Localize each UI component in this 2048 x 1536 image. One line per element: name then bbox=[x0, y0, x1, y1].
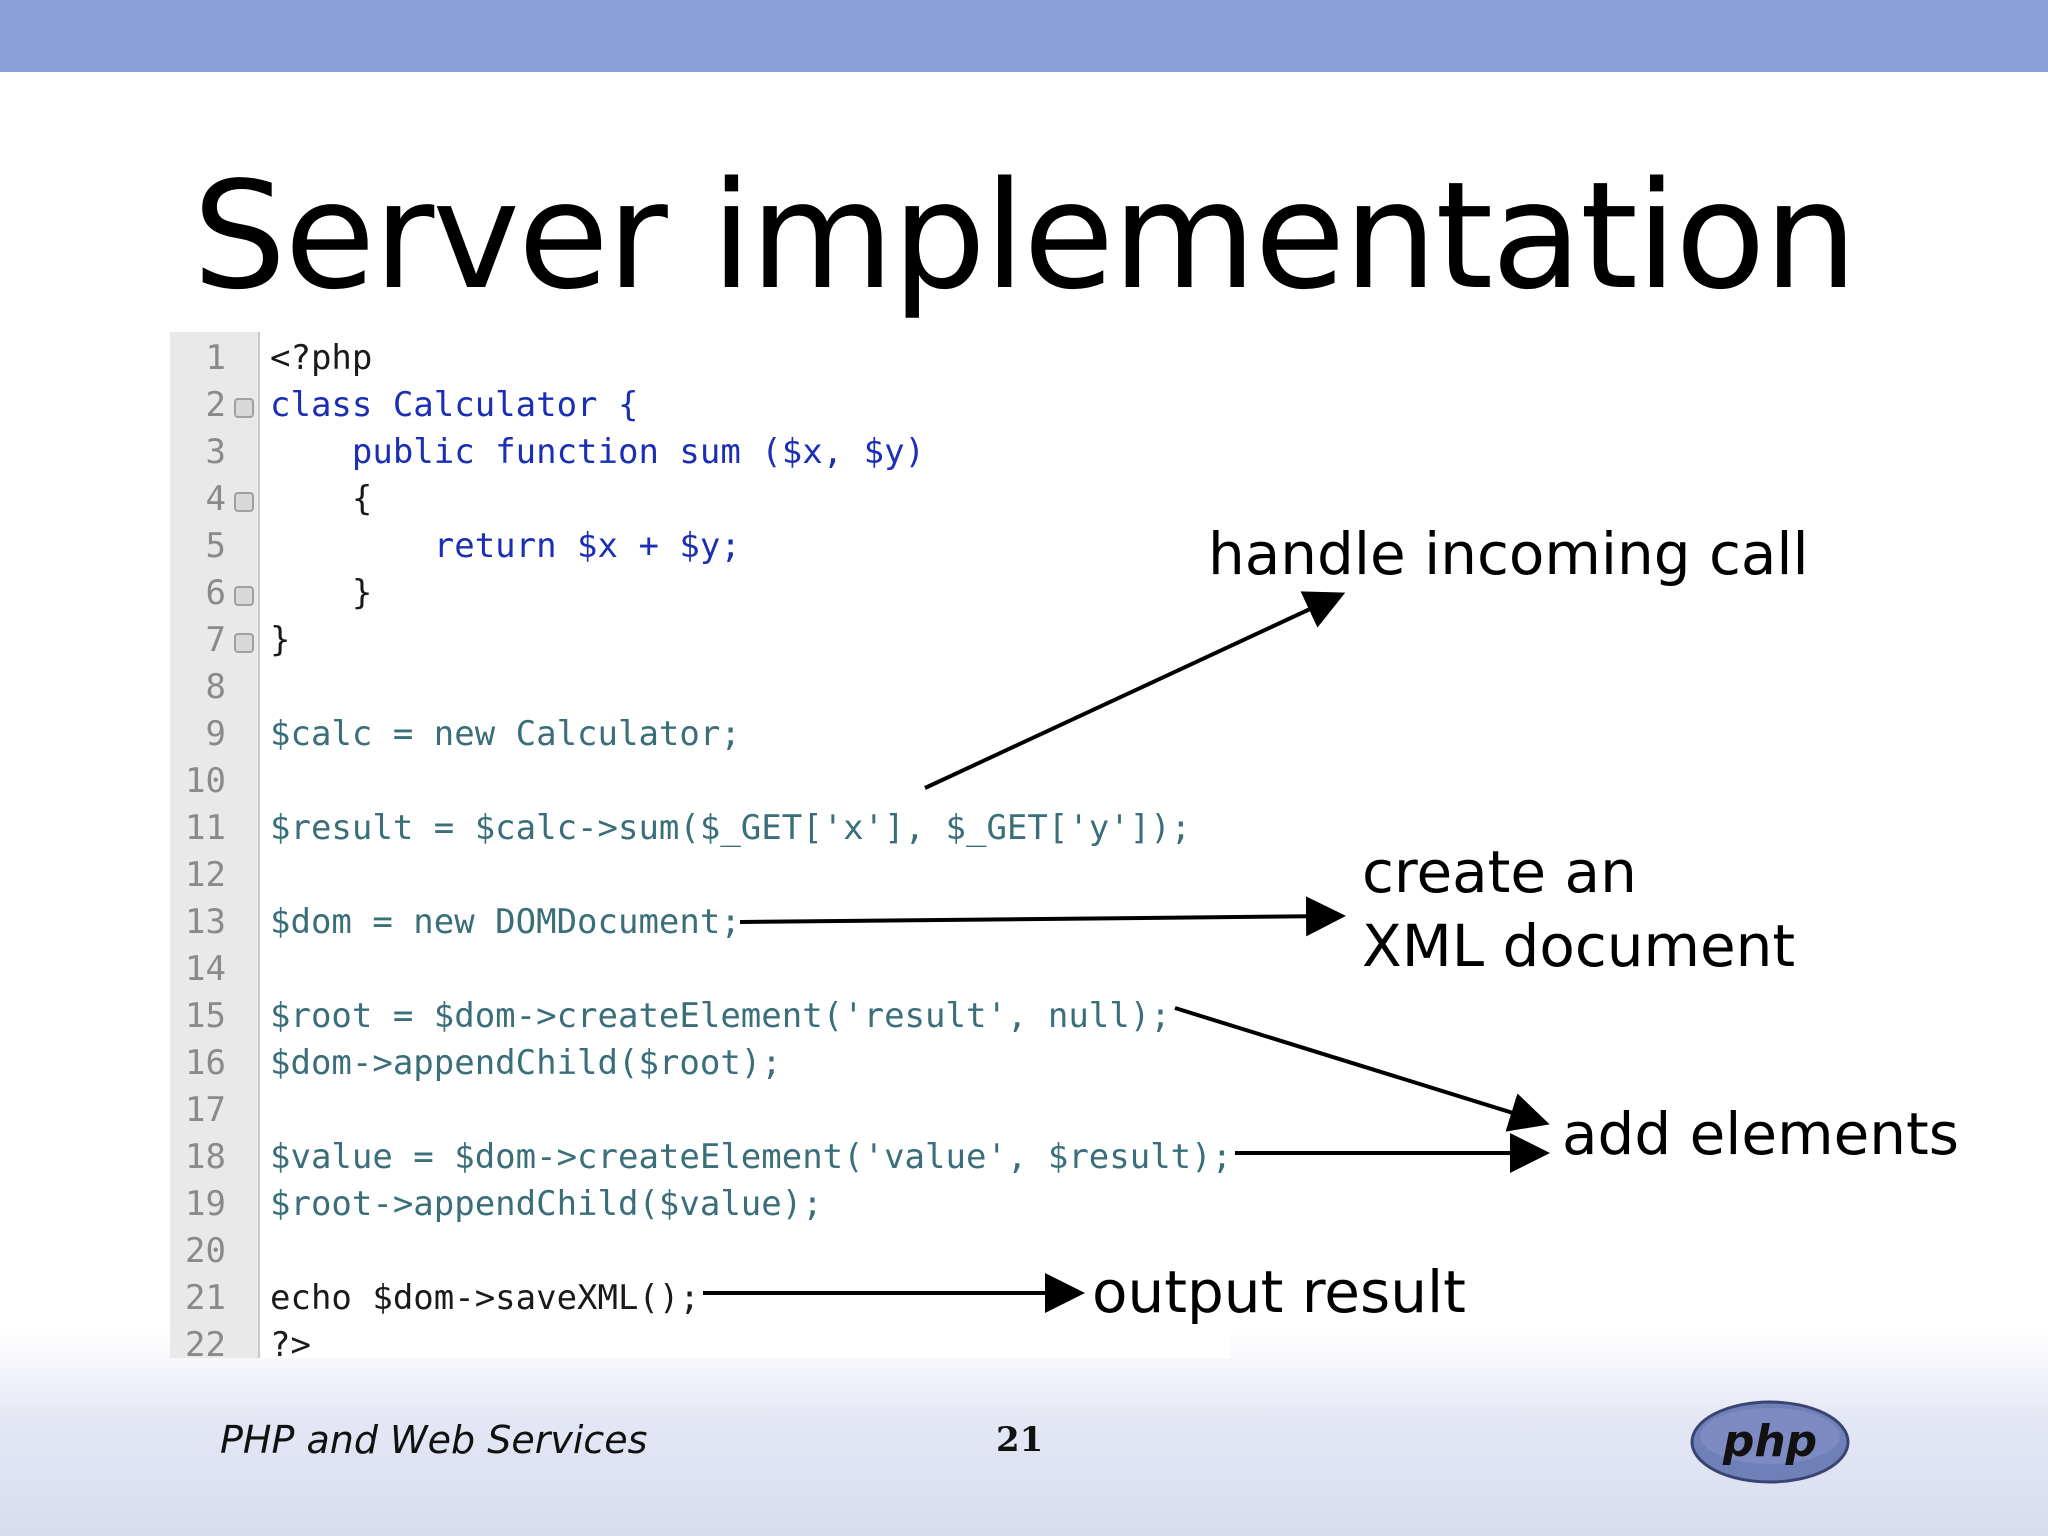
code-listing: 1 2 3 4 5 6 7 8 9 10 11 12 13 14 15 16 1… bbox=[170, 332, 1233, 1365]
code-line: ?> bbox=[270, 1325, 311, 1365]
arrow-handle-call bbox=[924, 591, 1346, 790]
arrow-create-xml bbox=[739, 896, 1346, 937]
code-line: return $x + $y; bbox=[270, 526, 741, 566]
line-number: 12 bbox=[185, 855, 226, 895]
code-line: $result = $calc->sum($_GET['x'], $_GET['… bbox=[270, 808, 1192, 848]
code-line: } bbox=[270, 573, 373, 613]
code-line: <?php bbox=[270, 338, 373, 378]
line-number: 13 bbox=[185, 902, 226, 942]
code-line: public function sum ($x, $y) bbox=[270, 432, 926, 472]
line-number: 2 bbox=[205, 385, 226, 425]
footer-title: PHP and Web Services bbox=[220, 1418, 648, 1462]
code-line: $calc = new Calculator; bbox=[270, 714, 741, 754]
line-number: 7 bbox=[205, 620, 226, 660]
line-number: 19 bbox=[185, 1184, 226, 1224]
code-line: $root = $dom->createElement('result', nu… bbox=[270, 996, 1171, 1036]
line-number: 20 bbox=[185, 1231, 226, 1271]
line-number: 17 bbox=[185, 1090, 226, 1130]
fold-toggle-icon[interactable] bbox=[234, 633, 254, 653]
page-number: 21 bbox=[996, 1420, 1044, 1460]
line-number: 1 bbox=[205, 338, 226, 378]
code-line: class Calculator { bbox=[270, 385, 639, 425]
code-line: $root->appendChild($value); bbox=[270, 1184, 823, 1224]
php-logo: php bbox=[1690, 1400, 1850, 1484]
line-number: 5 bbox=[205, 526, 226, 566]
code-line: { bbox=[270, 479, 373, 519]
code-line: $dom->appendChild($root); bbox=[270, 1043, 782, 1083]
fold-toggle-icon[interactable] bbox=[234, 492, 254, 512]
line-number: 3 bbox=[205, 432, 226, 472]
code-line: } bbox=[270, 620, 291, 660]
code-line: echo $dom->saveXML(); bbox=[270, 1278, 700, 1318]
annotation-handle-call: handle incoming call bbox=[1208, 520, 1809, 588]
annotation-add-elements: add elements bbox=[1562, 1100, 1959, 1168]
line-number: 11 bbox=[185, 808, 226, 848]
line-number: 22 bbox=[185, 1325, 226, 1365]
line-number: 16 bbox=[185, 1043, 226, 1083]
top-bar bbox=[0, 0, 2048, 72]
php-logo-text: php bbox=[1722, 1416, 1817, 1467]
annotation-output-result: output result bbox=[1092, 1258, 1466, 1326]
line-number: 21 bbox=[185, 1278, 226, 1318]
line-number: 6 bbox=[205, 573, 226, 613]
line-number: 18 bbox=[185, 1137, 226, 1177]
fold-toggle-icon[interactable] bbox=[234, 586, 254, 606]
fold-toggle-icon[interactable] bbox=[234, 398, 254, 418]
line-number: 4 bbox=[205, 479, 226, 519]
annotation-create-xml-line1: create an bbox=[1362, 838, 1637, 906]
line-number-gutter: 1 2 3 4 5 6 7 8 9 10 11 12 13 14 15 16 1… bbox=[170, 332, 260, 1365]
annotation-create-xml-line2: XML document bbox=[1362, 912, 1796, 980]
slide-title: Server implementation bbox=[192, 150, 1857, 322]
arrow-add-elements-1 bbox=[1174, 1006, 1550, 1132]
line-number: 14 bbox=[185, 949, 226, 989]
code-line: $value = $dom->createElement('value', $r… bbox=[270, 1137, 1233, 1177]
line-number: 9 bbox=[205, 714, 226, 754]
line-number: 8 bbox=[205, 667, 226, 707]
code-line: $dom = new DOMDocument; bbox=[270, 902, 741, 942]
line-number: 15 bbox=[185, 996, 226, 1036]
line-number: 10 bbox=[185, 761, 226, 801]
